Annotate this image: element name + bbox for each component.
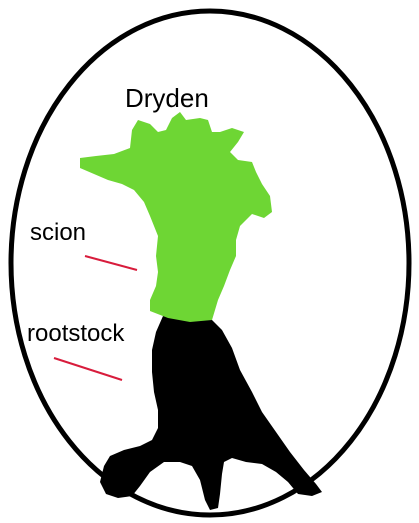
scion-label: scion	[30, 219, 86, 246]
title-label: Dryden	[125, 83, 209, 113]
rootstock-label: rootstock	[27, 320, 125, 347]
rootstock-pointer-line	[54, 358, 122, 380]
scion-shape	[80, 112, 272, 322]
rootstock-shape	[100, 316, 322, 510]
scion-pointer-line	[85, 256, 137, 270]
